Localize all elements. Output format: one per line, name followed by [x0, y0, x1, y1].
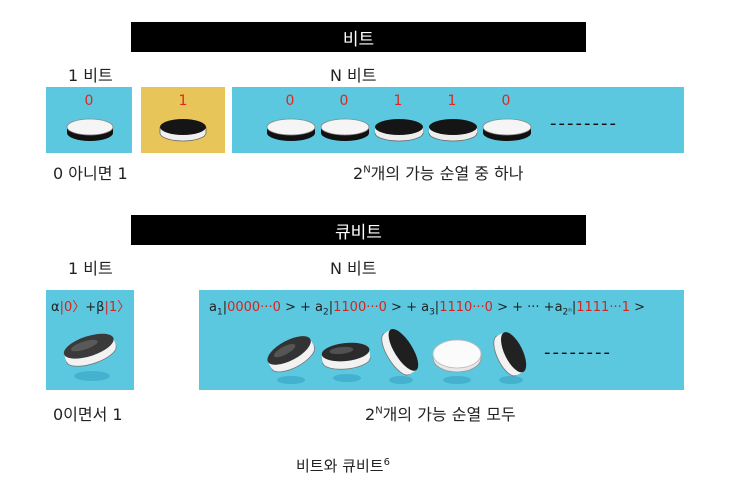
bit-desc-base: 2 — [353, 164, 364, 183]
ket-zero: |0〉 — [59, 300, 86, 315]
figure-caption-text: 비트와 큐비트 — [296, 457, 384, 475]
nbit-digit: 1 — [393, 93, 403, 109]
bit-banner-title: 비트 — [342, 29, 375, 50]
ket-close: > + ··· + — [492, 300, 555, 315]
spinning-coin-icon — [321, 342, 371, 382]
spinning-coin-icon — [381, 328, 419, 384]
bit-digit: 1 — [178, 93, 188, 109]
spinning-coin-icon — [493, 332, 527, 384]
qubit-desc-text: 개의 가능 순열 모두 — [382, 405, 516, 424]
ket-bits: 1100···0 — [333, 300, 387, 315]
spinning-coin-icon — [432, 339, 482, 384]
white-coin-icon — [266, 118, 316, 141]
qubit-desc-exponent: N — [375, 405, 383, 417]
ket-close: > — [630, 300, 646, 315]
qubit-desc-left: 0이면서 1 — [53, 405, 123, 424]
bit-panel-zero: 0 — [46, 87, 132, 153]
plus-beta: +β — [85, 300, 105, 315]
bit-panel-one: 1 — [141, 87, 225, 153]
qubit-banner: 큐비트 — [131, 215, 586, 245]
ket-open: | — [434, 300, 440, 315]
coef-an-sub: 2ⁿ — [562, 307, 572, 318]
nbit-digit: 0 — [501, 93, 511, 109]
spinning-coin-icon — [267, 336, 315, 384]
black-coin-icon — [428, 119, 478, 142]
ket-one: |1〉 — [104, 300, 131, 315]
bit-n-bit-label: N 비트 — [330, 66, 377, 85]
ket-close: > + — [386, 300, 422, 315]
coef-an: a — [554, 300, 563, 315]
qubit-state-formula: α|0〉+β|1〉 — [51, 296, 130, 315]
figure-caption-footnote: 6 — [383, 457, 390, 468]
coef-a1: a — [209, 300, 217, 315]
figure-caption: 비트와 큐비트6 — [296, 455, 390, 476]
qubit-superposition-formula: a1|0000···0 > + a2|1100···0 > + a3|1110·… — [209, 300, 645, 318]
coef-a3-sub: 3 — [429, 307, 435, 318]
bit-desc-right: 2N개의 가능 순열 중 하나 — [353, 160, 524, 184]
coef-a2: a — [315, 300, 324, 315]
continuation-dashes: -------- — [550, 113, 618, 134]
qubit-desc-base: 2 — [365, 405, 376, 424]
nbit-digit: 0 — [339, 93, 349, 109]
qubit-panel-n: a1|0000···0 > + a2|1100···0 > + a3|1110·… — [199, 290, 684, 390]
bit-desc-left: 0 아니면 1 — [53, 164, 128, 183]
coef-a3: a — [421, 300, 430, 315]
continuation-dashes: -------- — [544, 342, 612, 363]
coef-a2-sub: 2 — [323, 307, 329, 318]
nbit-digit: 0 — [285, 93, 295, 109]
bit-digit: 0 — [84, 93, 94, 109]
ket-open: | — [222, 300, 228, 315]
coef-a1-sub: 1 — [216, 307, 223, 318]
ket-bits: 1110···0 — [439, 300, 493, 315]
ket-bits: 0000···0 — [227, 300, 281, 315]
ket-close: > + — [280, 300, 316, 315]
qubit-one-bit-label: 1 비트 — [68, 259, 113, 278]
qubit-banner-title: 큐비트 — [335, 222, 382, 243]
ket-open: | — [328, 300, 334, 315]
white-coin-icon — [66, 118, 114, 141]
qubit-n-bit-label: N 비트 — [330, 259, 377, 278]
bit-one-bit-label: 1 비트 — [68, 66, 113, 85]
spinning-coin-icon — [63, 333, 117, 381]
black-coin-icon — [374, 119, 424, 142]
nbit-digit: 1 — [447, 93, 457, 109]
white-coin-icon — [320, 118, 370, 141]
ket-bits: 1111···1 — [576, 300, 630, 315]
black-coin-icon — [159, 119, 207, 142]
white-coin-icon — [482, 118, 532, 141]
bit-panel-n: 0 0 1 1 0 -------- — [232, 87, 684, 153]
bit-desc-text: 개의 가능 순열 중 하나 — [370, 164, 524, 183]
alpha-symbol: α — [51, 300, 60, 315]
qubit-desc-right: 2N개의 가능 순열 모두 — [365, 401, 516, 425]
qubit-panel-single: α|0〉+β|1〉 — [46, 290, 134, 390]
ket-open: | — [571, 300, 577, 315]
bit-banner: 비트 — [131, 22, 586, 52]
bit-desc-exponent: N — [363, 164, 371, 176]
